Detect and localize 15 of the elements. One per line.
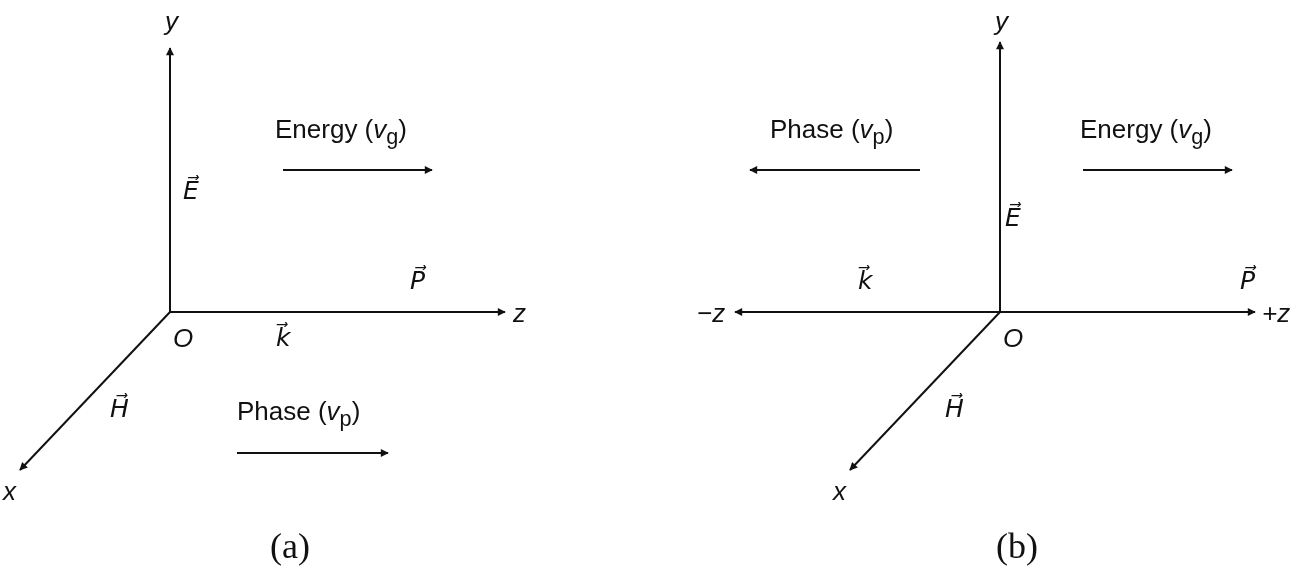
axis-label: x: [3, 478, 16, 504]
axis-label: +z: [1262, 300, 1291, 326]
axis-label: y: [165, 8, 178, 34]
axis-label: z: [513, 300, 526, 326]
origin-label: O: [173, 325, 194, 351]
origin-label: O: [1003, 325, 1024, 351]
figure-caption: (b): [996, 528, 1038, 564]
direction-label: Phase (v$_{p}$): [237, 398, 361, 430]
axis-label: −z: [697, 300, 726, 326]
direction-label: Phase (v$_{p}$): [770, 116, 894, 148]
direction-label: Energy (v$_{g}$): [275, 116, 407, 148]
direction-label: Energy (v$_{g}$): [1080, 116, 1212, 148]
figure-caption: (a): [270, 528, 310, 564]
axis-label: x: [833, 478, 846, 504]
axis-label: y: [995, 8, 1008, 34]
